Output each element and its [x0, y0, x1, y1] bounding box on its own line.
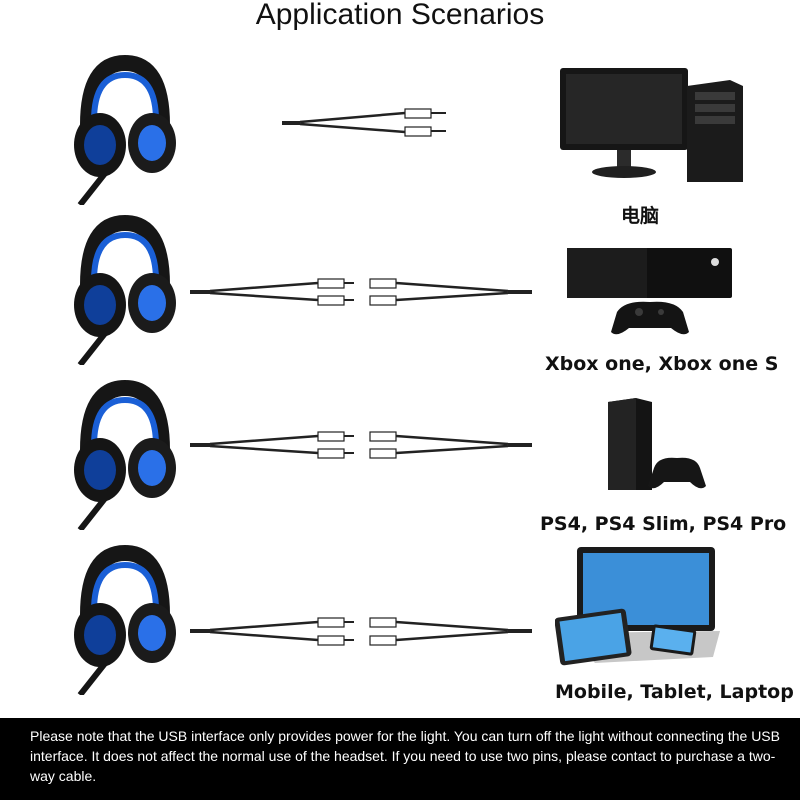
cable-splitter-row-1	[282, 108, 446, 137]
desktop-computer-icon	[560, 68, 743, 182]
scenario-label-mobile: Mobile, Tablet, Laptop	[555, 681, 794, 703]
headset-icon	[74, 545, 176, 695]
xbox-console-icon	[567, 248, 732, 335]
scenario-label-xbox: Xbox one, Xbox one S	[545, 353, 779, 375]
scenario-label-computer: 电脑	[620, 205, 659, 227]
page-title: Application Scenarios	[255, 0, 545, 31]
ps4-console-icon	[608, 398, 706, 490]
usb-power-note: Please note that the USB interface only …	[0, 718, 800, 800]
scenario-label-ps4: PS4, PS4 Slim, PS4 Pro	[540, 513, 787, 535]
headset-icon	[74, 380, 176, 530]
cable-splitter-row-3	[190, 431, 532, 459]
cable-splitter-row-2	[190, 278, 532, 306]
cable-splitter-row-4	[190, 617, 532, 646]
headset-icon	[74, 55, 176, 205]
headset-icon	[74, 215, 176, 365]
mobile-tablet-laptop-icon	[555, 547, 720, 666]
cable-diagram	[190, 108, 532, 646]
